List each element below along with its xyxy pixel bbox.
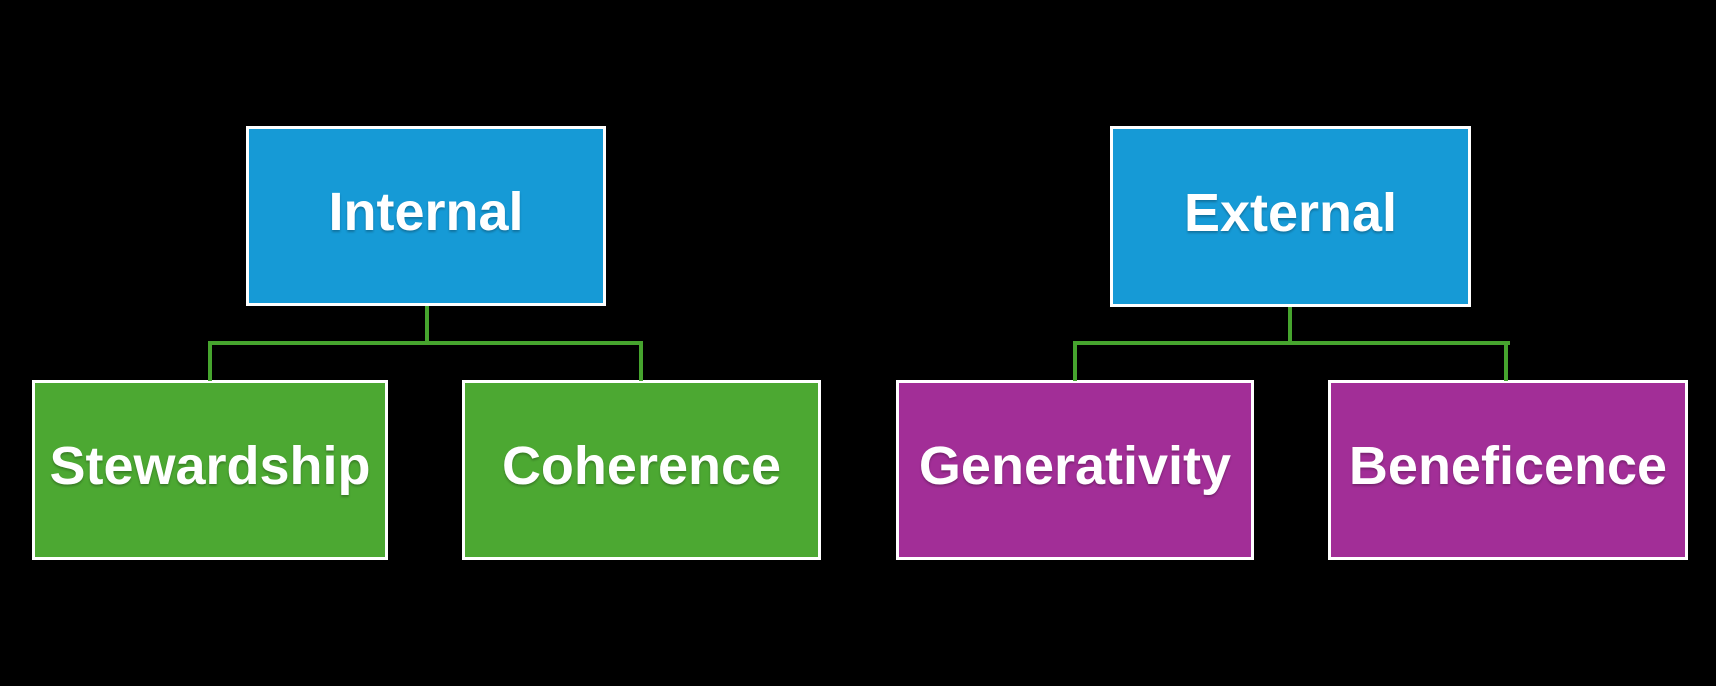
node-generativity-label: Generativity <box>918 436 1232 496</box>
connector-to-coherence <box>639 341 643 381</box>
connector-external-stub <box>1288 307 1292 345</box>
node-stewardship-label: Stewardship <box>49 436 371 496</box>
node-beneficence-label: Beneficence <box>1348 436 1668 496</box>
connector-internal-crossbar <box>208 341 643 345</box>
node-generativity: Generativity <box>896 380 1254 560</box>
node-external-label: External <box>1183 182 1398 243</box>
node-internal-label: Internal <box>328 182 524 242</box>
connector-to-generativity <box>1073 341 1077 381</box>
node-internal: Internal <box>246 126 606 306</box>
connector-internal-stub <box>425 306 429 345</box>
connector-external-crossbar <box>1073 341 1510 345</box>
node-beneficence: Beneficence <box>1328 380 1688 560</box>
node-coherence-label: Coherence <box>501 436 782 496</box>
node-coherence: Coherence <box>462 380 821 560</box>
node-external: External <box>1110 126 1471 307</box>
node-stewardship: Stewardship <box>32 380 388 560</box>
connector-to-beneficence <box>1504 341 1508 381</box>
connector-to-stewardship <box>208 341 212 381</box>
